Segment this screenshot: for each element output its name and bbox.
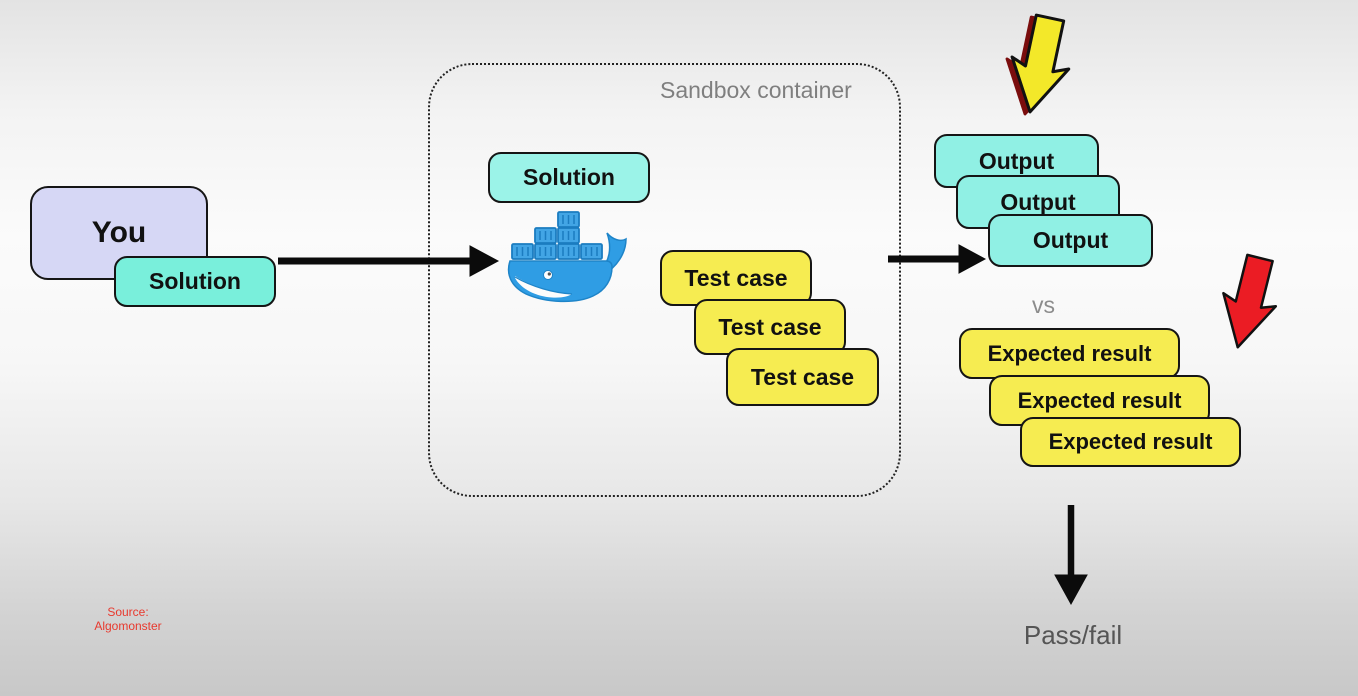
expected-result-label: Expected result <box>1048 429 1213 454</box>
test-case-label: Test case <box>718 313 822 340</box>
your-solution-box: Solution <box>114 256 276 307</box>
test-case-label: Test case <box>750 363 855 390</box>
test-case-box: Test case <box>694 299 846 355</box>
output-box: Output <box>988 214 1153 267</box>
source-line1: Source: <box>107 605 149 619</box>
sandbox-container-title: Sandbox container <box>660 77 852 103</box>
expected-result-label: Expected result <box>987 340 1152 366</box>
expected-result-label: Expected result <box>1017 387 1182 413</box>
expected-result-box: Expected result <box>1020 417 1241 467</box>
red-down-arrow-icon <box>1222 253 1278 349</box>
solution-label: Solution <box>149 268 241 294</box>
solution-label: Solution <box>523 164 615 190</box>
test-case-box: Test case <box>660 250 812 306</box>
you-label: You <box>91 216 147 249</box>
vs-label: vs <box>1032 292 1055 318</box>
pass-fail-label: Pass/fail <box>1023 620 1123 650</box>
output-label: Output <box>1000 188 1076 215</box>
docker-whale-icon <box>507 211 627 303</box>
output-label: Output <box>978 147 1055 174</box>
output-label: Output <box>1032 227 1109 253</box>
source-line2: Algomonster <box>94 619 162 633</box>
test-case-box: Test case <box>726 348 879 406</box>
test-case-label: Test case <box>684 264 788 291</box>
sandbox-solution-box: Solution <box>488 152 650 203</box>
arrow-right-icon <box>278 245 500 277</box>
source-attribution: Source: Algomonster <box>88 605 168 633</box>
yellow-down-arrow-icon <box>1005 13 1071 116</box>
expected-result-box: Expected result <box>959 328 1180 379</box>
sandbox-container <box>428 63 901 497</box>
arrow-right-icon <box>888 244 987 274</box>
arrow-down-icon <box>1054 505 1088 606</box>
